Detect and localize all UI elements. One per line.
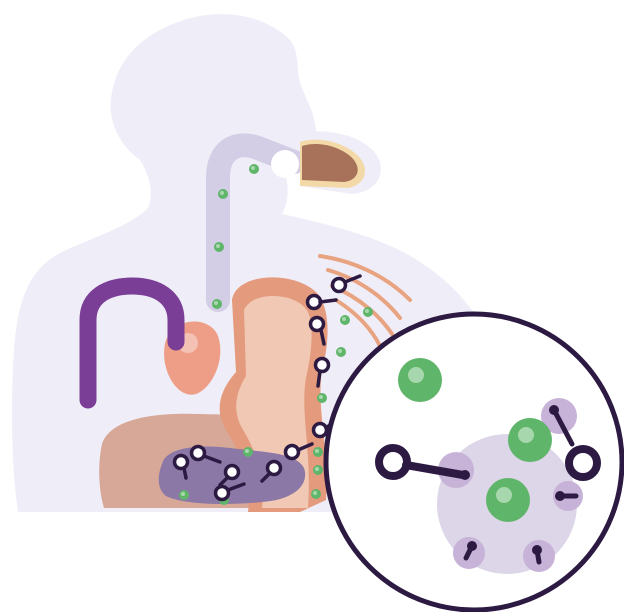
- fat-particle-icon: [313, 447, 323, 457]
- fat-particle-icon: [336, 347, 346, 357]
- fat-particle-icon: [311, 489, 321, 499]
- fat-particle-icon: [486, 478, 530, 522]
- fat-particle-icon: [243, 447, 253, 457]
- fat-particle-icon: [508, 418, 552, 462]
- fat-particle-icon: [179, 490, 189, 500]
- fat-particle-icon: [317, 393, 327, 403]
- zoom-lens-icon: [326, 314, 622, 610]
- fat-particle-icon: [214, 242, 224, 252]
- fat-particle-icon: [363, 307, 373, 317]
- fat-particle-icon: [218, 189, 228, 199]
- fat-particle-icon: [313, 465, 323, 475]
- fat-particle-icon: [212, 299, 222, 309]
- fat-particle-icon: [398, 358, 442, 402]
- fat-particle-icon: [340, 315, 350, 325]
- fat-particle-icon: [249, 164, 259, 174]
- lipase-enzyme-icon: [569, 449, 597, 477]
